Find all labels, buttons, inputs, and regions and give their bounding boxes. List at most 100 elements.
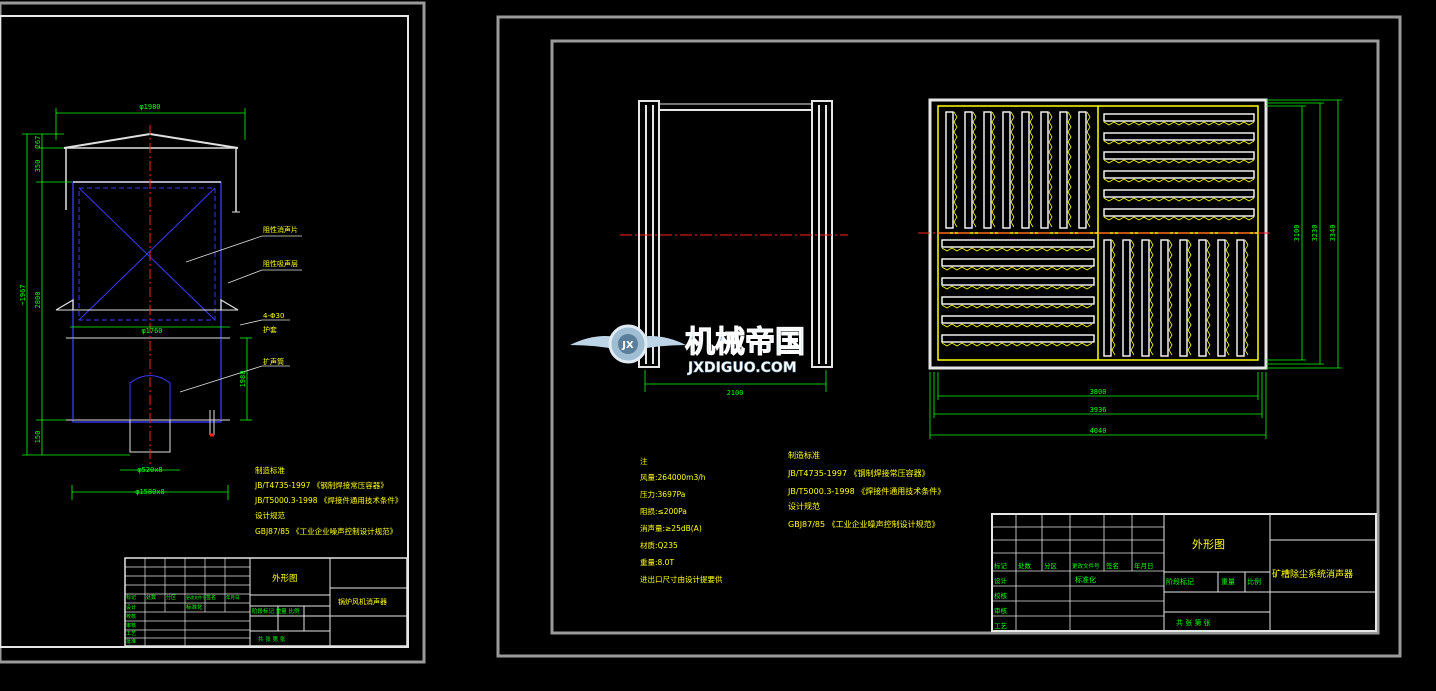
left-rev-h6: 年月日: [226, 594, 240, 601]
watermark-logo: JX 机械帝国 JXDIGUO.COM: [570, 324, 806, 376]
plan-zigzag: [941, 323, 1093, 328]
left-standard-4: GBJ87/85 《工业企业噪声控制设计规范》: [255, 526, 397, 536]
dim-h-267: 267: [34, 136, 42, 149]
left-dimensions: [22, 108, 302, 500]
plan-slat: [1040, 111, 1049, 229]
right-sheet-outer-frame: [496, 15, 1402, 658]
right-product-name: 矿槽除尘系统消声器: [1272, 568, 1353, 580]
plan-zigzag: [1187, 239, 1192, 356]
left-rev-headers: 标记 处数 分区 更改文件号 签名 年月日 设计 校核 审核 工艺 批准: [126, 594, 240, 645]
plan-zigzag: [1244, 239, 1249, 356]
right-standard-2: JB/T5000.3-1998 《焊接件通用技术条件》: [787, 486, 945, 496]
dim-h-1980: 1980: [239, 371, 247, 388]
plan-zigzag: [1103, 197, 1255, 202]
left-rev-h5: 签名: [206, 594, 216, 601]
left-side-3: 审核: [126, 622, 136, 629]
plan-slat: [1141, 239, 1150, 357]
plan-slat: [983, 111, 992, 229]
plan-zigzag: [1206, 239, 1211, 356]
plan-zigzag: [1086, 111, 1091, 228]
right-side-3: 审核: [994, 606, 1008, 615]
left-rev-h4: 更改文件号: [186, 594, 206, 600]
plan-zigzag: [1111, 239, 1116, 356]
left-product-name: 锅炉风机消声器: [338, 597, 387, 606]
right-sheet-inner-frame: [550, 39, 1380, 635]
plan-zigzag: [941, 285, 1093, 290]
plan-dim-texts: 3800 3936 4040 3100 3230 3340: [1090, 225, 1337, 435]
plan-slat: [1103, 208, 1255, 217]
dim-plan-3800: 3800: [1090, 388, 1107, 396]
right-notes: 注 风量:264000m3/h 压力:3697Pa 阻损:≤200Pa 消声量:…: [640, 456, 723, 584]
left-rev-h1: 标记: [126, 594, 136, 601]
plan-zigzag: [1010, 111, 1015, 228]
callout-holes: 4-Φ30: [263, 312, 284, 320]
right-rev-h5: 签名: [1106, 561, 1119, 570]
note-pressure: 压力:3697Pa: [640, 489, 685, 499]
dim-plan-3100: 3100: [1293, 225, 1301, 242]
right-standardize-label: 标准化: [1075, 575, 1096, 584]
left-sheet-inner-frame: [0, 15, 409, 648]
plan-zigzag: [1130, 239, 1135, 356]
plan-zigzag: [1048, 111, 1053, 228]
plan-view: [918, 98, 1270, 370]
right-rev-h2: 处数: [1018, 561, 1032, 570]
plan-slat: [1078, 111, 1087, 229]
right-side-2: 校核: [994, 591, 1008, 600]
plan-slat: [1217, 239, 1226, 357]
left-side-2: 校核: [126, 613, 136, 620]
front-view-dimension: [644, 370, 827, 392]
left-rev-h3: 分区: [166, 594, 176, 601]
plan-dimensions: [929, 99, 1342, 439]
plan-zigzag: [1029, 111, 1034, 228]
plan-zigzag: [941, 266, 1093, 271]
right-stage-2: 重量: [1221, 578, 1235, 586]
plan-zigzag: [1103, 121, 1255, 126]
plan-zigzag: [1103, 178, 1255, 183]
right-rev-h6: 年月日: [1134, 561, 1154, 570]
left-sheets-label: 共 张 第 张: [258, 635, 286, 643]
right-rev-h3: 分区: [1044, 561, 1058, 570]
note-material: 材质:Q235: [640, 540, 678, 550]
left-side-4: 工艺: [126, 631, 136, 637]
dim-plan-3340: 3340: [1329, 225, 1337, 242]
left-standards-title: 制造标准: [255, 465, 285, 475]
brand-name: 机械帝国: [685, 325, 805, 360]
dim-mid-width: φ1760: [141, 327, 162, 335]
plan-slat: [1103, 113, 1255, 122]
plan-slat: [1198, 239, 1207, 357]
callout-absorber-plate: 阻性消声片: [263, 225, 298, 234]
right-rev-headers: 标记 处数 分区 更改文件号 签名 年月日 设计 校核 审核 工艺: [994, 561, 1154, 630]
right-stage-1: 阶段标记: [1166, 577, 1194, 586]
plan-slat: [1103, 151, 1255, 160]
note-weight: 重量:8.0T: [640, 558, 674, 567]
note-ports: 进出口尺寸由设计提要供: [640, 574, 723, 584]
plan-zigzag: [1149, 239, 1154, 356]
left-title-block-texts: 外形图 锅炉风机消声器 阶段标记 重量 比例 共 张 第 张 标准化 标记 处数…: [126, 573, 387, 645]
callout-absorber-layer: 阻性吸声层: [263, 259, 298, 268]
callout-expansion-pipe: 扩声筒: [263, 357, 284, 366]
left-side-5: 批准: [126, 638, 136, 645]
right-side-4: 工艺: [994, 622, 1008, 630]
plan-zigzag: [991, 111, 996, 228]
dim-plan-3936: 3936: [1090, 406, 1107, 414]
left-stage-label: 阶段标记 重量 比例: [252, 607, 300, 615]
plan-zigzag: [941, 342, 1093, 347]
right-title-block: [991, 513, 1377, 632]
plan-slat: [1103, 132, 1255, 141]
right-side-1: 设计: [994, 576, 1008, 585]
front-view: [620, 100, 848, 368]
right-drawing-name: 外形图: [1192, 538, 1225, 551]
dim-plan-4040: 4040: [1090, 427, 1107, 435]
notes-title: 注: [640, 456, 648, 466]
plan-slat: [1002, 111, 1011, 229]
plan-slat: [941, 239, 1095, 248]
plan-slat: [1236, 239, 1245, 357]
plan-zigzag: [953, 111, 958, 228]
note-resistance: 阻损:≤200Pa: [640, 506, 687, 516]
right-sheets-label: 共 张 第 张: [1176, 618, 1211, 627]
plan-zigzag: [1225, 239, 1230, 356]
left-standardize-label: 标准化: [186, 603, 203, 611]
plan-slat: [1021, 111, 1030, 229]
gear-core-icon: [618, 334, 638, 354]
